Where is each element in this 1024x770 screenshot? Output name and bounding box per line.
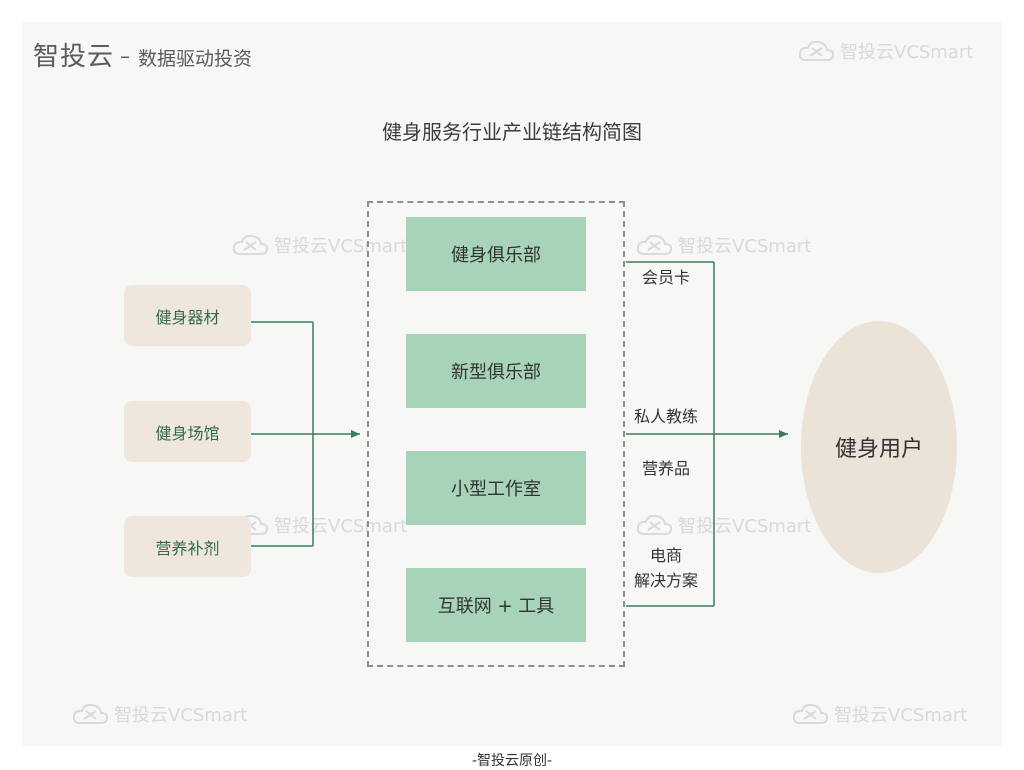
brand-dash: – bbox=[120, 44, 130, 68]
cloud-logo-icon bbox=[72, 703, 109, 724]
service-trainer-label: 私人教练 bbox=[634, 407, 699, 426]
service-ecommerce-label-2: 解决方案 bbox=[634, 571, 699, 590]
end-user-node: 健身用户 bbox=[801, 321, 957, 573]
watermark-text: 智投云VCSmart bbox=[114, 705, 248, 726]
watermark-text: 智投云VCSmart bbox=[274, 236, 408, 257]
brand-name: 智投云 bbox=[33, 42, 115, 72]
watermark-text: 智投云VCSmart bbox=[840, 42, 974, 63]
watermark: 智投云VCSmart bbox=[72, 701, 247, 727]
watermark-text: 智投云VCSmart bbox=[678, 236, 812, 257]
cloud-logo-icon bbox=[636, 234, 673, 255]
club-new-type-club: 新型俱乐部 bbox=[406, 334, 586, 408]
footer-credit: -智投云原创- bbox=[471, 753, 553, 769]
watermark: 智投云VCSmart bbox=[636, 232, 811, 258]
watermark: 智投云VCSmart bbox=[798, 38, 973, 64]
cloud-logo-icon bbox=[636, 514, 673, 535]
diagram-title: 健身服务行业产业链结构简图 bbox=[382, 120, 642, 144]
club-small-studio: 小型工作室 bbox=[406, 451, 586, 525]
club-internet-tools: 互联网 + 工具 bbox=[406, 568, 586, 642]
end-user-label: 健身用户 bbox=[834, 437, 923, 462]
club-fitness-club: 健身俱乐部 bbox=[406, 217, 586, 291]
service-nutrition-label: 营养品 bbox=[642, 459, 691, 478]
service-provider-group bbox=[367, 201, 625, 667]
watermark: 智投云VCSmart bbox=[636, 512, 811, 538]
service-ecommerce-label-1: 电商 bbox=[650, 546, 683, 565]
cloud-logo-icon bbox=[792, 703, 829, 724]
watermark: 智投云VCSmart bbox=[792, 701, 967, 727]
input-fitness-equipment: 健身器材 bbox=[124, 285, 251, 346]
cloud-logo-icon bbox=[232, 234, 269, 255]
input-fitness-venue: 健身场馆 bbox=[124, 401, 251, 462]
brand-slogan: 数据驱动投资 bbox=[138, 48, 253, 70]
watermark-text: 智投云VCSmart bbox=[274, 516, 408, 537]
input-nutrition-supplement: 营养补剂 bbox=[124, 516, 251, 577]
cloud-logo-icon bbox=[798, 40, 835, 61]
watermark: 智投云VCSmart bbox=[232, 232, 407, 258]
watermark-text: 智投云VCSmart bbox=[678, 516, 812, 537]
watermark-text: 智投云VCSmart bbox=[834, 705, 968, 726]
service-membership-label: 会员卡 bbox=[642, 268, 691, 287]
